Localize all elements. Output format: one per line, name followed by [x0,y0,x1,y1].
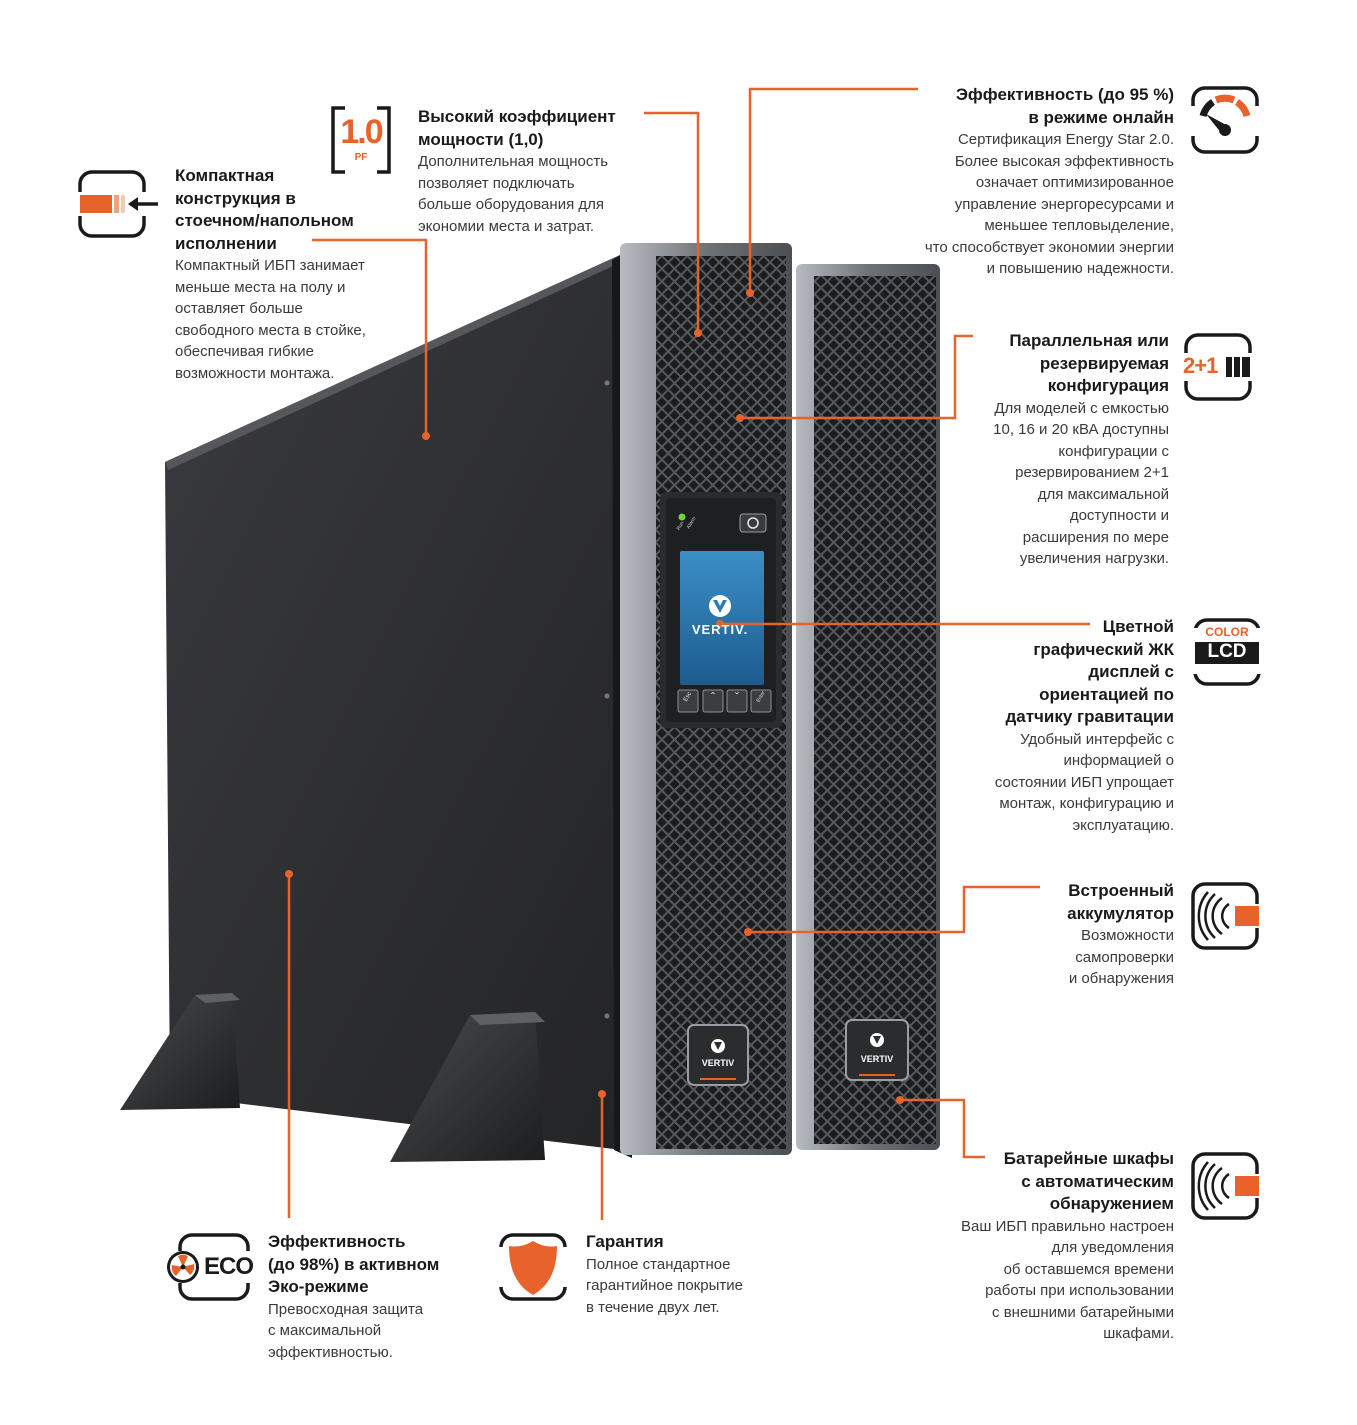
feature-battery-title: Встроенный аккумулятор [1067,881,1174,923]
feature-cabinets-text: Ваш ИБП правильно настроен для уведомлен… [961,1217,1174,1343]
feature-efficiency-text: Сертификация Energy Star 2.0. Более высо… [924,131,1174,277]
feature-efficiency-online: Эффективность (до 95 %) в режиме онлайн … [860,84,1174,280]
feature-lcd-text: Удобный интерфейс с информацией о состоя… [994,730,1174,834]
feature-pf-title: Высокий коэффициент мощности (1,0) [418,107,616,149]
pf-unit: PF [354,152,368,163]
feature-parallel-text: Для моделей с емкостью 10, 16 и 20 кВА д… [993,399,1169,568]
ups-plate-brand: VERTIV [701,1058,735,1068]
feature-warranty-title: Гарантия [586,1232,664,1251]
feature-parallel-title: Параллельная или резервируемая конфигура… [1009,331,1169,395]
lcd-badge-top: COLOR [1205,625,1249,639]
feature-eco-title: Эффективность (до 98%) в активном Эко-ре… [268,1232,440,1296]
feature-compact: Компактная конструкция в стоечном/наполь… [175,165,415,384]
ups-side-panel [165,255,622,1150]
feature-eco: Эффективность (до 98%) в активном Эко-ре… [268,1231,488,1363]
right-foot [390,1012,545,1162]
key-down: ˇ [735,690,739,704]
color-lcd-icon [1193,618,1261,686]
battery-plate-brand: VERTIV [860,1054,894,1064]
lcd-screen [680,551,764,685]
gauge-icon [1191,86,1259,154]
battery-signal-icon [1191,882,1259,950]
lcd-badge-bottom: LCD [1207,641,1247,662]
power-factor-icon [331,106,399,174]
feature-lcd-title: Цветной графический ЖК дисплей с ориента… [1005,617,1174,726]
eco-badge: ECO [204,1253,254,1280]
feature-lcd: Цветной графический ЖК дисплей с ориента… [960,616,1174,836]
pf-value: 1.0 [340,113,383,151]
feature-battery-text: Возможности самопроверки и обнаружения [1068,927,1174,987]
feature-compact-title: Компактная конструкция в стоечном/наполь… [175,166,354,253]
feature-cabinets-title: Батарейные шкафы с автоматическим обнару… [1003,1149,1174,1213]
feature-efficiency-title: Эффективность (до 95 %) в режиме онлайн [955,85,1174,127]
run-led [678,513,686,521]
feature-cabinets: Батарейные шкафы с автоматическим обнару… [920,1148,1174,1345]
power-button [739,513,767,533]
rack-floor-icon [78,170,158,238]
left-foot [120,993,240,1110]
feature-warranty: Гарантия Полное стандартное гарантийное … [586,1231,806,1318]
feature-pf-text: Дополнительная мощность позволяет подклю… [418,153,609,235]
feature-battery: Встроенный аккумулятор Возможности самоп… [1000,880,1174,990]
feature-warranty-text: Полное стандартное гарантийное покрытие … [586,1255,743,1316]
screen-brand: VERTIV. [691,622,749,637]
battery-signal-icon [1191,1152,1259,1220]
redundancy-badge: 2+1 [1183,353,1218,378]
shield-icon [499,1233,567,1301]
feature-compact-text: Компактный ИБП занимает меньше места на … [175,257,366,382]
feature-power-factor: Высокий коэффициент мощности (1,0) Допол… [418,106,658,237]
key-up: ˆ [711,690,715,704]
battery-mesh-grille [814,276,936,1144]
feature-eco-text: Превосходная защита с максимальной эффек… [268,1300,424,1361]
eco-fan-icon [166,1233,252,1301]
redundancy-icon [1184,333,1252,401]
ups-logo-plate [687,1024,749,1086]
battery-logo-plate [845,1019,909,1081]
feature-parallel: Параллельная или резервируемая конфигура… [960,330,1169,570]
